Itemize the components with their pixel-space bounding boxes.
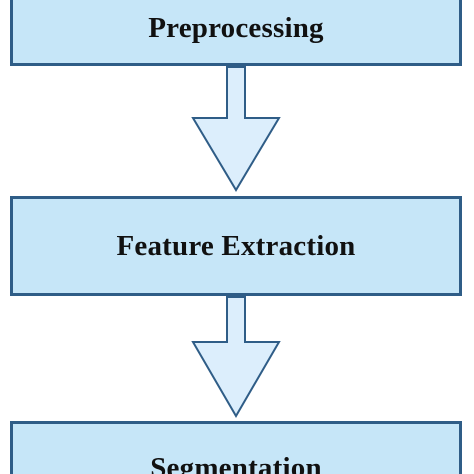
preprocessing-step-box: Preprocessing: [10, 0, 462, 66]
feature-extraction-step-label: Feature Extraction: [116, 229, 356, 262]
segmentation-step-box: Segmentation: [10, 421, 462, 474]
segmentation-step-label: Segmentation: [150, 452, 322, 474]
down-arrow-icon: [187, 296, 287, 420]
preprocessing-step-label: Preprocessing: [148, 11, 324, 44]
feature-extraction-step-box: Feature Extraction: [10, 196, 462, 296]
down-arrow-icon: [187, 66, 287, 194]
